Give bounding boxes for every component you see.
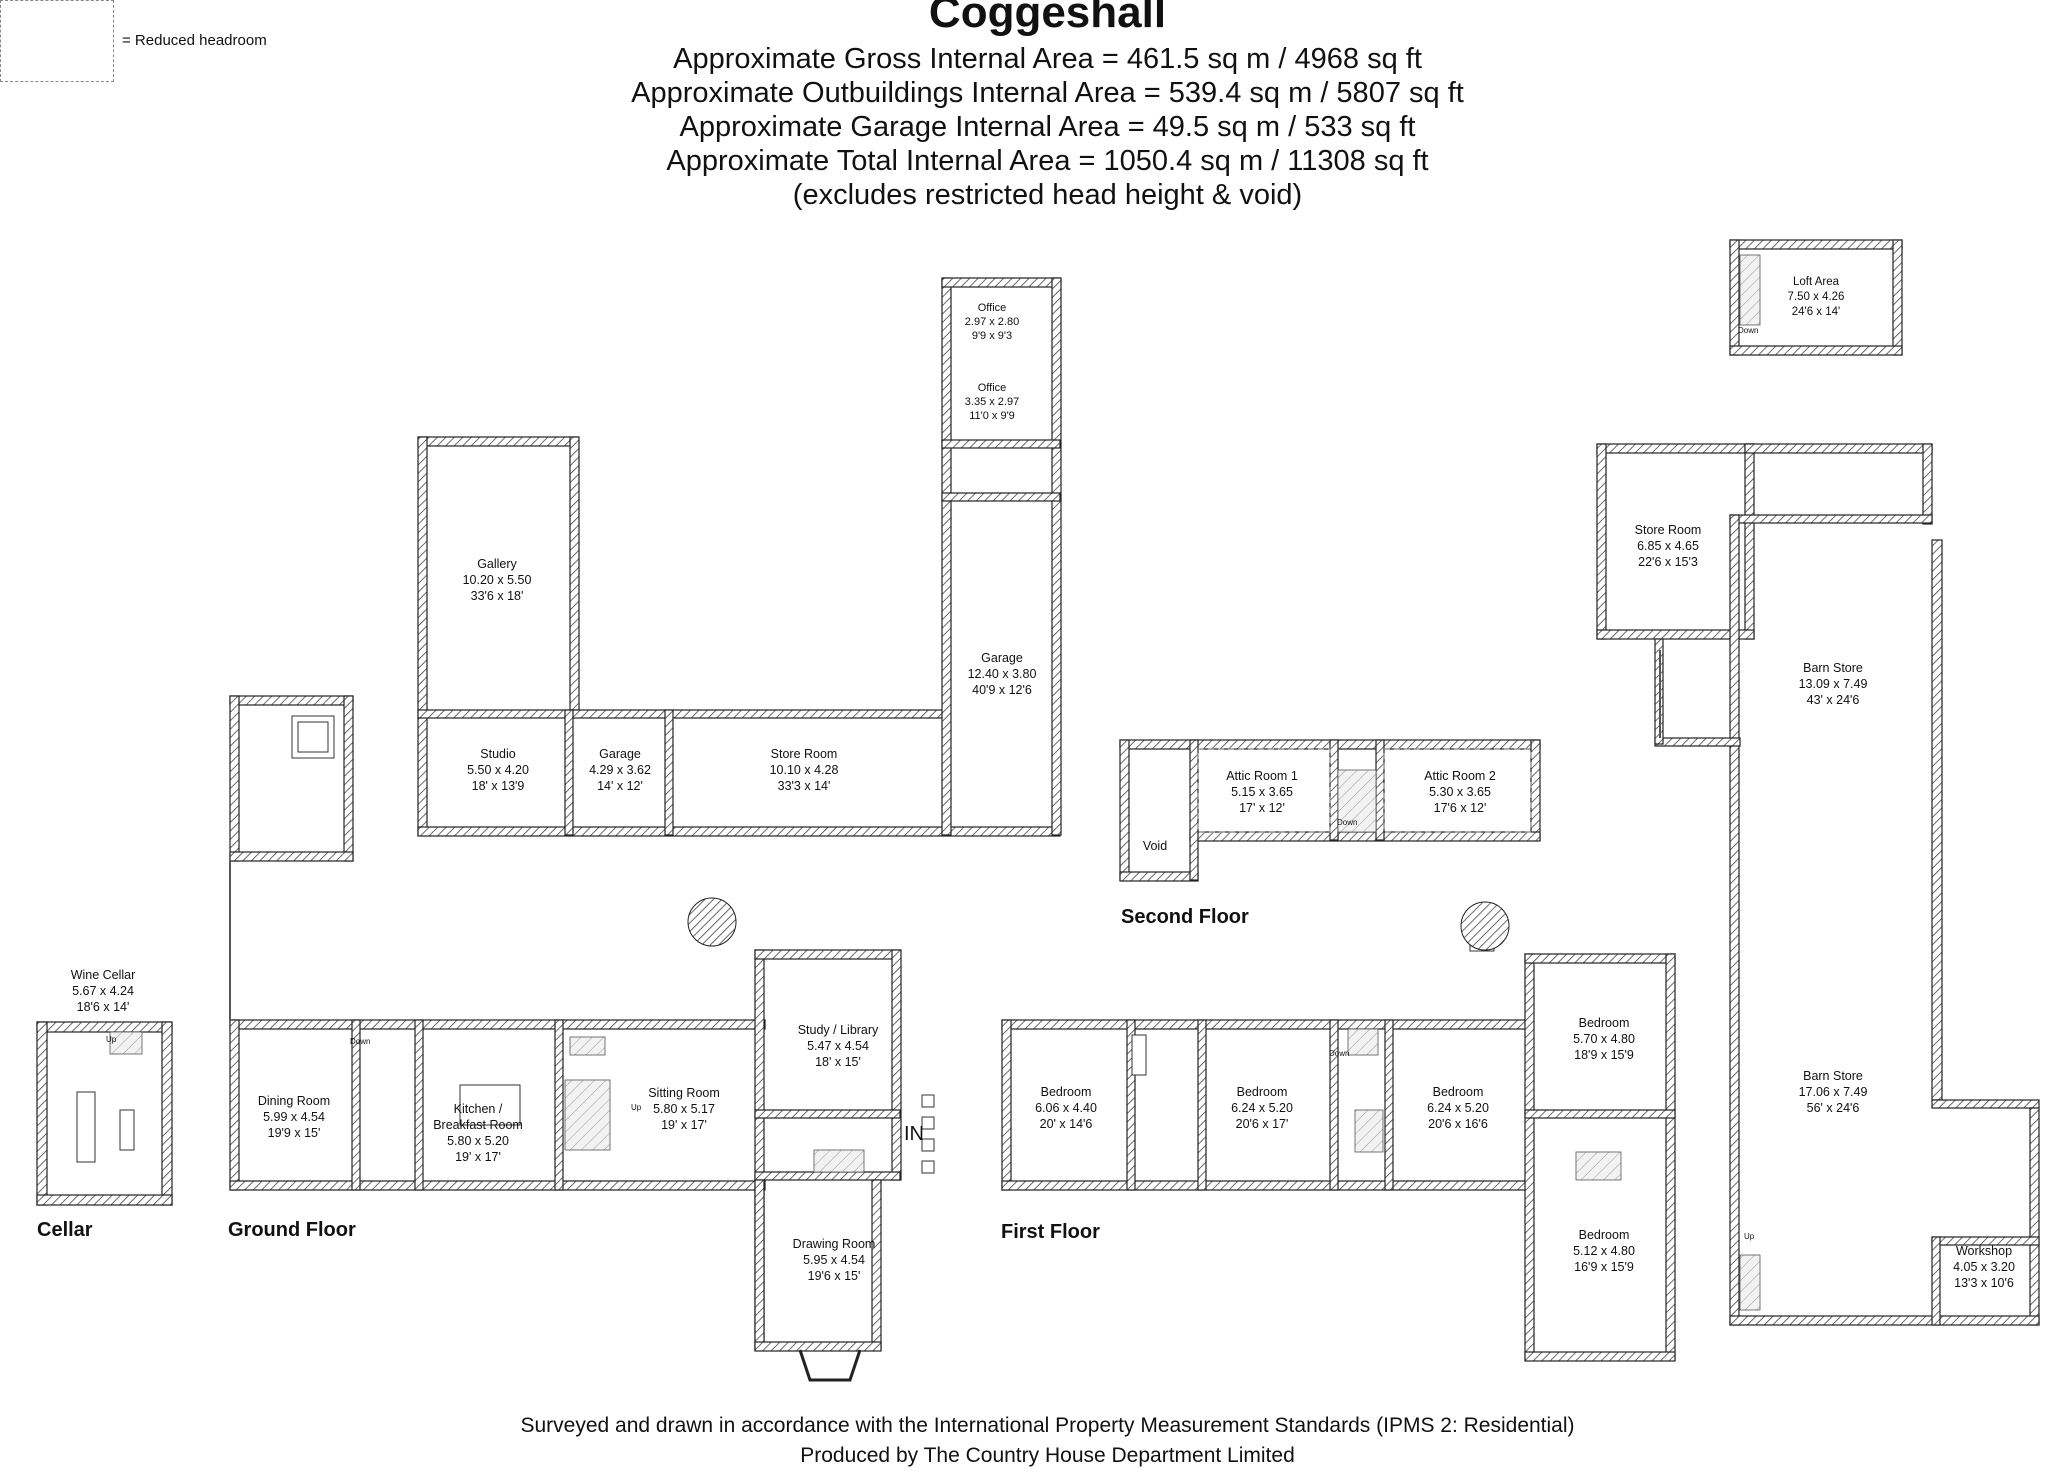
ground-floor-label: Ground Floor xyxy=(228,1219,356,1241)
stair-blocks xyxy=(109,254,1761,1311)
stair-up-label: Up xyxy=(631,1103,642,1112)
entrance-steps xyxy=(921,1094,935,1174)
reduced-headroom-swatch xyxy=(0,0,114,82)
producer-credit: Produced by The Country House Department… xyxy=(800,1444,1295,1467)
outbuildings-walls xyxy=(417,277,1062,837)
turret-first xyxy=(1460,901,1510,951)
stair-down-label: Down xyxy=(1337,818,1358,827)
second-floor-label: Second Floor xyxy=(1121,906,1249,928)
room-void: Void xyxy=(1142,839,1168,853)
stair-down-label: Down xyxy=(350,1037,371,1046)
ground-floor-walls xyxy=(229,695,902,1352)
first-floor-walls xyxy=(1001,953,1676,1362)
exclusions-line: (excludes restricted head height & void) xyxy=(792,179,1303,211)
cellar-floor-label: Cellar xyxy=(37,1219,93,1241)
survey-statement: Surveyed and drawn in accordance with th… xyxy=(520,1414,1575,1437)
stair-up-label: Up xyxy=(1744,1232,1755,1241)
reduced-headroom-areas xyxy=(1197,748,1532,833)
stair-up-label: Up xyxy=(106,1035,117,1044)
stair-down-label: Down xyxy=(1329,1049,1350,1058)
loft-walls xyxy=(1729,239,1903,356)
entrance-label: IN xyxy=(904,1123,924,1145)
total-area-line: Approximate Total Internal Area = 1050.4… xyxy=(666,145,1429,177)
outbuildings-area-line: Approximate Outbuildings Internal Area =… xyxy=(631,77,1464,109)
stair-down-label: Down xyxy=(1738,326,1759,335)
gross-area-line: Approximate Gross Internal Area = 461.5 … xyxy=(673,43,1422,75)
barn-walls xyxy=(1596,443,2040,1326)
legend-label: = Reduced headroom xyxy=(122,32,267,49)
turret-ground xyxy=(687,897,737,947)
garage-area-line: Approximate Garage Internal Area = 49.5 … xyxy=(679,111,1416,143)
property-title: Coggeshall xyxy=(928,0,1167,37)
cellar-walls xyxy=(36,1021,173,1206)
bay-window xyxy=(798,1349,862,1382)
first-floor-label: First Floor xyxy=(1001,1221,1100,1243)
